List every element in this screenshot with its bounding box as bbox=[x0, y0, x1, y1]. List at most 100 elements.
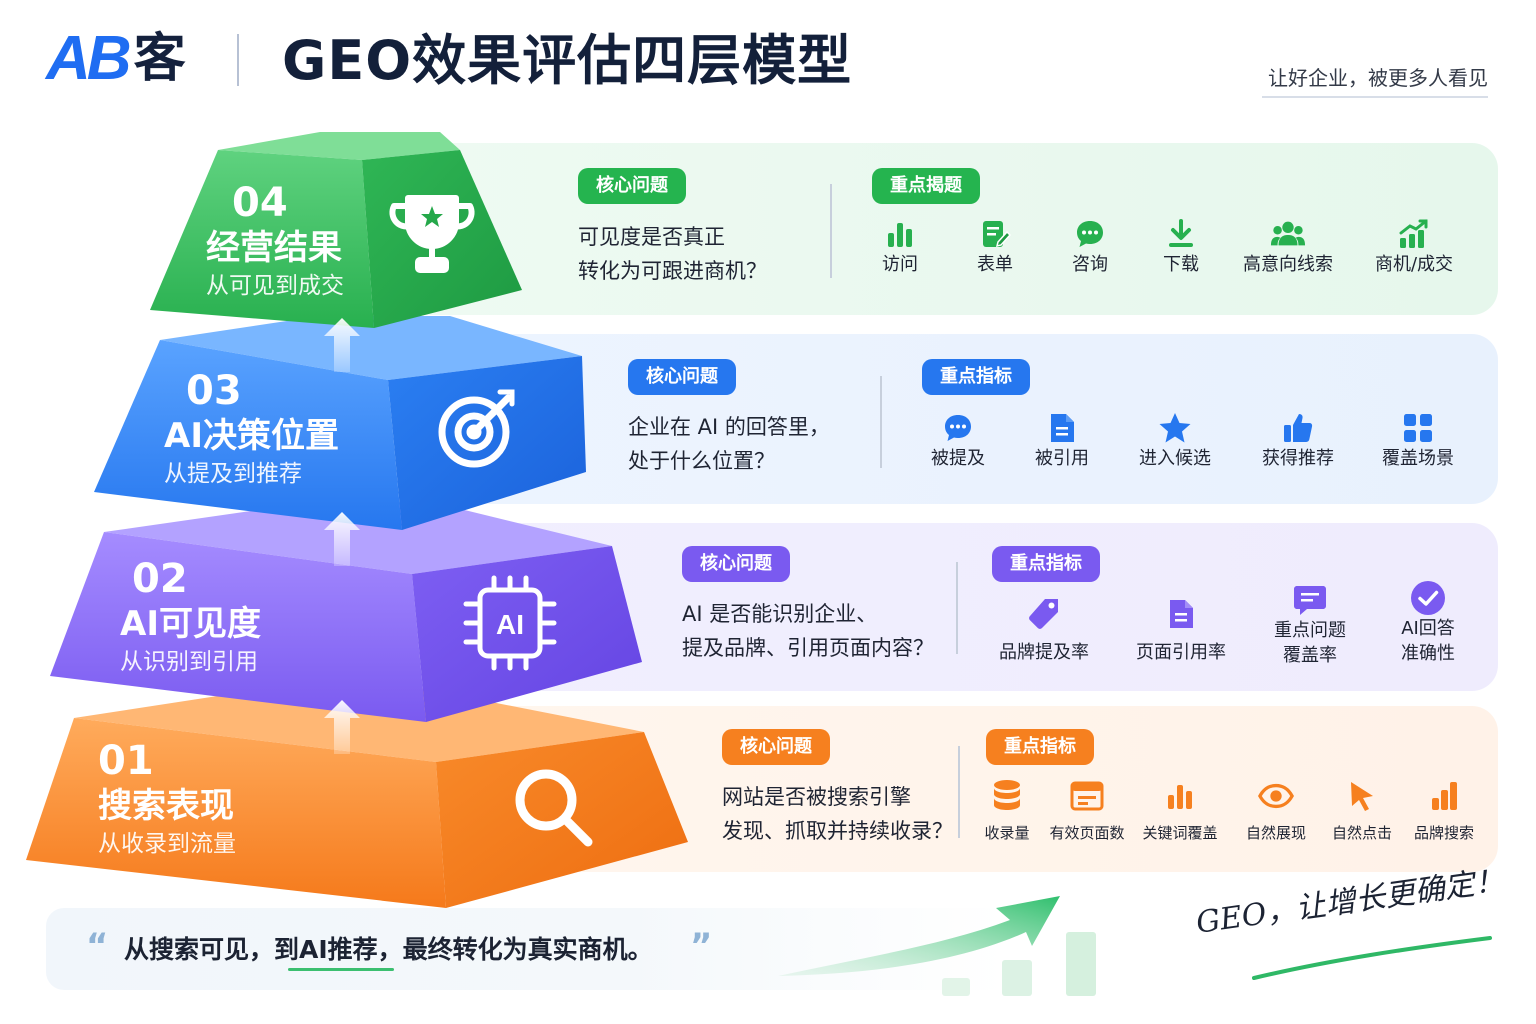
metric-label: 咨询 bbox=[1072, 254, 1108, 275]
svg-text:AI: AI bbox=[496, 609, 524, 640]
metric-label: 获得推荐 bbox=[1262, 448, 1334, 469]
question-line: 网站是否被搜索引擎 bbox=[722, 785, 911, 809]
metric-item: 有效页面数 bbox=[1022, 778, 1152, 844]
trophy-icon bbox=[389, 195, 475, 273]
key-metrics-badge: 重点指标 bbox=[986, 729, 1094, 765]
metric-item: AI回答 准确性 bbox=[1363, 580, 1493, 666]
layer-1-number: 01 bbox=[98, 738, 154, 784]
metric-label: 被引用 bbox=[1035, 448, 1089, 469]
core-question-badge: 核心问题 bbox=[628, 359, 736, 395]
row-divider bbox=[958, 746, 960, 838]
up-arrow-icon bbox=[324, 318, 360, 372]
core-question-badge: 核心问题 bbox=[682, 546, 790, 582]
search-icon bbox=[515, 769, 593, 847]
row-divider bbox=[830, 184, 832, 278]
metric-label: 覆盖场景 bbox=[1382, 448, 1454, 469]
question-line: 可见度是否真正 bbox=[578, 225, 725, 249]
check-circle-icon bbox=[1410, 580, 1446, 616]
quote-part-2: 到AI推荐 bbox=[274, 935, 378, 964]
close-quote-icon: ” bbox=[690, 926, 713, 966]
layer-2-block bbox=[50, 504, 642, 722]
slogan-underline bbox=[1252, 936, 1492, 980]
metric-item: 商机/成交 bbox=[1349, 216, 1479, 278]
layer-2-subtitle: 从识别到引用 bbox=[120, 649, 258, 675]
core-question-badge: 核心问题 bbox=[578, 168, 686, 204]
tagline-underline bbox=[1262, 96, 1488, 98]
core-question-text: 网站是否被搜索引擎 发现、抓取并持续收录？ bbox=[722, 780, 1022, 848]
metric-item: 收录量 bbox=[942, 778, 1072, 844]
layer-3-title: AI决策位置 bbox=[164, 416, 339, 456]
grid-icon bbox=[1400, 410, 1436, 446]
metric-label: 下载 bbox=[1163, 254, 1199, 275]
ai-chip-icon: AI bbox=[463, 575, 557, 671]
quote-part-3: ，最终转化为真实商机。 bbox=[377, 935, 653, 964]
metric-label: AI回答 准确性 bbox=[1401, 618, 1455, 664]
layer-3-number: 03 bbox=[186, 368, 242, 414]
metric-label: 关键词覆盖 bbox=[1142, 824, 1218, 842]
layer-3-label: 03 AI决策位置 从提及到推荐 bbox=[164, 368, 339, 490]
question-line: 企业在 AI 的回答里， bbox=[628, 415, 830, 439]
database-icon bbox=[989, 778, 1025, 814]
chat-bubble-icon bbox=[940, 410, 976, 446]
metric-label: 高意向线索 bbox=[1243, 254, 1333, 275]
layer-2-label: 02 AI可见度 从识别到引用 bbox=[120, 556, 261, 678]
layer-1-title: 搜索表现 bbox=[98, 786, 234, 826]
layer-2-title: AI可见度 bbox=[120, 604, 261, 644]
metric-item: 关键词覆盖 bbox=[1115, 778, 1245, 844]
tagline: 让好企业，被更多人看见 bbox=[1268, 66, 1488, 90]
metric-label: 重点问题 覆盖率 bbox=[1274, 620, 1346, 666]
up-arrow-icon bbox=[324, 700, 360, 754]
up-arrow-icon bbox=[324, 512, 360, 566]
target-icon bbox=[438, 389, 515, 468]
layer-1-subtitle: 从收录到流量 bbox=[98, 831, 236, 857]
row-divider bbox=[956, 562, 958, 654]
metric-item: 重点问题 覆盖率 bbox=[1245, 582, 1375, 668]
cursor-icon bbox=[1344, 778, 1380, 814]
eye-icon bbox=[1258, 778, 1294, 814]
layer-4-title: 经营结果 bbox=[206, 228, 342, 268]
metric-item: 进入候选 bbox=[1110, 410, 1240, 472]
download-icon bbox=[1163, 216, 1199, 252]
tag-icon bbox=[1026, 596, 1062, 632]
growth-chart-icon bbox=[1396, 216, 1432, 252]
metric-item: 页面引用率 bbox=[1116, 596, 1246, 666]
metric-item: 访问 bbox=[835, 216, 965, 278]
core-question-badge: 核心问题 bbox=[722, 729, 830, 765]
core-question-text: 可见度是否真正 转化为可跟进商机？ bbox=[578, 220, 878, 288]
metric-label: 有效页面数 bbox=[1049, 824, 1125, 842]
document-icon bbox=[1044, 410, 1080, 446]
metric-item: 咨询 bbox=[1025, 216, 1155, 278]
metric-item: 自然点击 bbox=[1297, 778, 1427, 844]
metric-label: 收录量 bbox=[984, 824, 1030, 842]
chat-bubble-icon bbox=[1072, 216, 1108, 252]
form-edit-icon bbox=[977, 216, 1013, 252]
layer-3-subtitle: 从提及到推荐 bbox=[164, 461, 302, 487]
users-icon bbox=[1270, 216, 1306, 252]
quote-highlight-underline bbox=[288, 968, 394, 971]
bar-chart-icon bbox=[882, 216, 918, 252]
metric-label: 页面引用率 bbox=[1136, 642, 1226, 663]
metric-label: 自然展现 bbox=[1245, 824, 1306, 842]
quote-box bbox=[46, 908, 1006, 990]
thumbs-up-icon bbox=[1280, 410, 1316, 446]
logo-ke-text: 客 bbox=[133, 29, 186, 89]
key-metrics-badge: 重点指标 bbox=[922, 359, 1030, 395]
metric-label: 自然点击 bbox=[1331, 824, 1392, 842]
question-line: 提及品牌、引用页面内容？ bbox=[682, 636, 934, 660]
metric-label: 进入候选 bbox=[1139, 448, 1211, 469]
document-icon bbox=[1163, 596, 1199, 632]
row-divider bbox=[880, 376, 882, 468]
layer-2-number: 02 bbox=[132, 556, 188, 602]
pyramid-diagram: AI bbox=[26, 132, 688, 908]
metric-item: 品牌提及率 bbox=[979, 596, 1109, 666]
growth-arrow-decoration bbox=[778, 896, 1096, 996]
metric-item: 被引用 bbox=[997, 410, 1127, 472]
metric-item: 高意向线索 bbox=[1223, 216, 1353, 278]
page-title: GEO效果评估四层模型 bbox=[282, 29, 853, 92]
message-icon bbox=[1292, 582, 1328, 618]
layer-4-number: 04 bbox=[232, 180, 288, 226]
metric-label: 商机/成交 bbox=[1374, 254, 1454, 275]
browser-window-icon bbox=[1069, 778, 1105, 814]
question-line: 转化为可跟进商机？ bbox=[578, 259, 767, 283]
metric-label: 被提及 bbox=[931, 448, 985, 469]
